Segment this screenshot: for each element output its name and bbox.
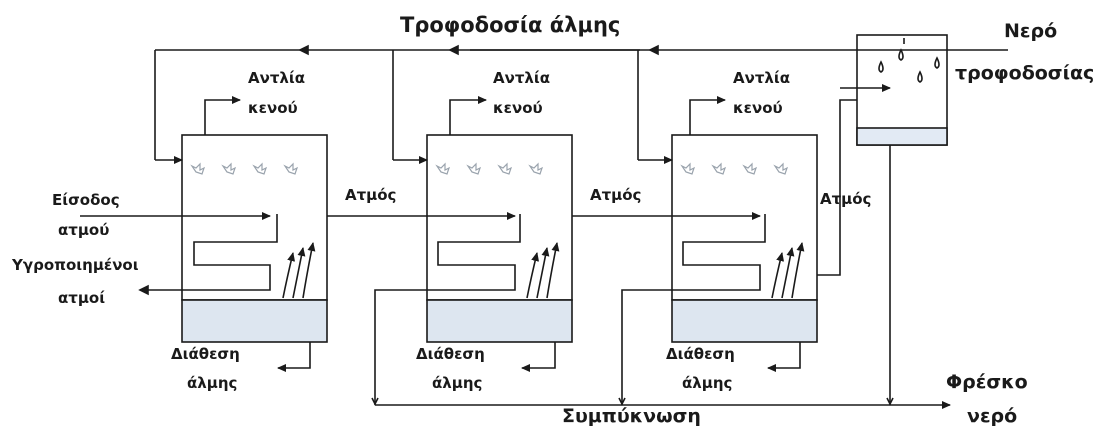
vapor-arrows-2 — [526, 242, 560, 299]
vacuum-pump-3-line — [689, 96, 726, 135]
vapor-arrows-1 — [282, 242, 316, 299]
fresh-water-label-line1: Φρέσκο — [946, 371, 1028, 393]
feed-water-tank — [856, 34, 948, 146]
vacuum-pump-1-label-line2: κενού — [248, 99, 298, 117]
vacuum-pump-1-line — [204, 96, 241, 135]
brine-disposal-3-label-line2: άλμης — [682, 374, 733, 392]
brine-disposal-2-line — [521, 342, 556, 372]
steam-label-2: Ατμός — [590, 186, 642, 204]
steam-inlet-label-line2: ατμού — [58, 221, 110, 239]
steam-label-1: Ατμός — [345, 186, 397, 204]
brine-disposal-1-label-line1: Διάθεση — [171, 345, 240, 363]
spray-nozzles — [190, 162, 789, 175]
condensation-label: Συμπύκνωση — [562, 405, 701, 427]
brine-disposal-1-label-line2: άλμης — [187, 374, 238, 392]
feed-brine-label: Τροφοδοσία άλμης — [400, 13, 621, 37]
heating-coil-2 — [327, 212, 521, 405]
vacuum-pump-3-label-line1: Αντλία — [733, 69, 791, 87]
heating-coil-3 — [572, 212, 766, 405]
feed-water-link — [817, 84, 891, 276]
brine-disposal-2-label-line2: άλμης — [432, 374, 483, 392]
brine-disposal-2-label-line1: Διάθεση — [416, 345, 485, 363]
brine-disposal-1-line — [277, 342, 311, 372]
heating-coil-1 — [80, 212, 278, 296]
effect-3-vessel — [671, 134, 818, 343]
vacuum-pump-1-label-line1: Αντλία — [248, 69, 306, 87]
vacuum-pump-2-label-line1: Αντλία — [493, 69, 551, 87]
steam-label-3: Ατμός — [820, 190, 872, 208]
brine-disposal-3-line — [767, 342, 801, 372]
condensed-vapors-label-line1: Υγροποιημένοι — [12, 256, 139, 274]
condensed-vapors-label-line2: ατμοί — [58, 289, 106, 307]
feed-water-label-line2: τροφοδοσίας — [955, 62, 1095, 84]
vacuum-pump-2-label-line2: κενού — [493, 99, 543, 117]
steam-inlet-label-line1: Είσοδος — [52, 191, 120, 209]
effect-1-vessel — [181, 134, 328, 343]
brine-disposal-3-label-line1: Διάθεση — [666, 345, 735, 363]
effect-2-vessel — [426, 134, 573, 343]
vacuum-pump-2-line — [449, 96, 487, 135]
condensation-line — [371, 145, 951, 409]
feed-water-label-line1: Νερό — [1004, 20, 1058, 42]
vacuum-pump-3-label-line2: κενού — [733, 99, 783, 117]
brine-feed-line — [154, 44, 1008, 164]
fresh-water-label-line2: νερό — [967, 405, 1018, 427]
droplets-icon — [878, 38, 940, 83]
vapor-arrows-3 — [771, 242, 805, 299]
